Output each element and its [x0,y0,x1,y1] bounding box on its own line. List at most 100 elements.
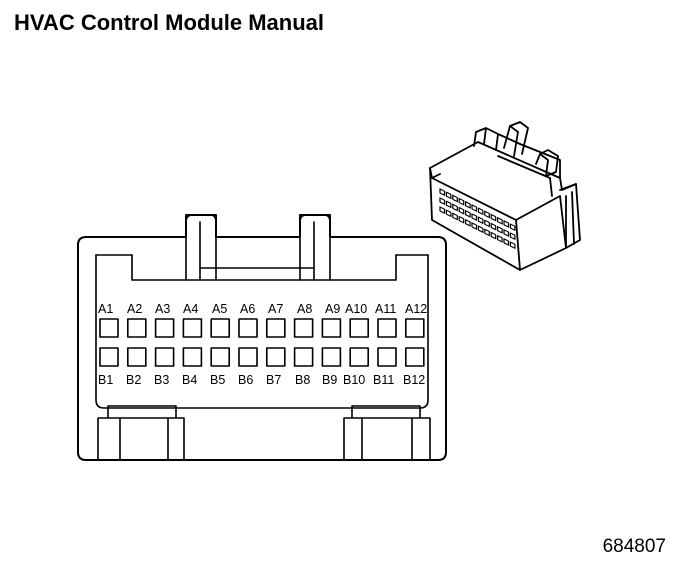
iso-pin-opening [439,206,446,214]
pin-cavity-b3 [154,347,175,367]
iso-pin-opening [452,194,458,203]
foot-right [343,405,431,461]
iso-pin-opening [484,219,490,228]
pin-cavity-a8 [293,318,314,338]
pin-row-b [99,347,425,367]
pin-cavity-a1 [99,318,119,338]
pin-label-a7: A7 [268,302,283,316]
pin-label-b6: B6 [238,373,253,387]
pin-label-b3: B3 [154,373,169,387]
iso-pin-opening [477,207,484,215]
pin-cavity-b8 [293,347,314,367]
pin-label-b12: B12 [403,373,425,387]
iso-pin-opening [452,203,458,212]
iso-pin-opening [445,200,452,209]
iso-pin-opening [497,226,503,234]
pin-label-a8: A8 [297,302,312,316]
pin-cavity-a9 [321,318,342,338]
iso-body-outline [429,141,581,271]
pin-label-a1: A1 [98,302,113,316]
pin-cavity-b11 [377,347,397,367]
iso-pin-opening [477,216,484,224]
iso-pin-opening [490,213,497,222]
pin-cavity-b10 [349,347,370,367]
iso-latch-center [503,121,529,157]
iso-pin-opening [465,201,471,209]
pin-label-b1: B1 [98,373,113,387]
iso-latch-right [535,149,559,177]
pin-label-a10: A10 [345,302,367,316]
pin-label-b8: B8 [295,373,310,387]
iso-pin-opening [503,220,510,228]
pin-cavity-a6 [238,318,258,338]
iso-pin-opening [484,228,490,237]
iso-latch-left [473,127,521,151]
pin-cavity-b5 [210,347,230,367]
connector-outer-housing [77,214,447,461]
figure-number: 684807 [602,536,666,557]
connector-inner-outline [95,254,429,409]
latch-tab-right [299,214,331,281]
iso-pin-opening [484,210,490,219]
pin-cavity-a10 [349,318,370,338]
pin-label-b7: B7 [266,373,281,387]
iso-pin-opening [471,204,478,212]
iso-pin-opening [497,235,503,243]
iso-pin-openings [439,188,516,249]
pin-cavity-a12 [404,318,425,338]
iso-pin-opening [490,231,497,240]
pin-label-a4: A4 [183,302,198,316]
pin-label-b11: B11 [373,373,394,387]
pin-cavity-b12 [404,347,425,367]
pin-cavity-a11 [377,318,397,338]
pin-label-b2: B2 [126,373,141,387]
iso-pin-opening [445,209,452,218]
pin-cavity-b1 [99,347,119,367]
connector-isometric-view [429,121,581,271]
pin-label-a11: A11 [375,302,396,316]
pin-cavity-b7 [265,347,286,367]
iso-pin-opening [465,210,471,218]
pin-label-b4: B4 [182,373,197,387]
iso-pin-opening [439,188,446,196]
iso-pin-opening [458,197,465,206]
pin-cavity-b9 [321,347,342,367]
iso-pin-opening [445,191,452,200]
pin-cavity-b6 [238,347,258,367]
pin-label-b9: B9 [322,373,337,387]
pin-cavity-a7 [265,318,286,338]
iso-pin-opening [471,213,478,221]
pin-label-a3: A3 [155,302,170,316]
iso-pin-opening [497,217,503,225]
iso-pin-opening [509,241,516,249]
pin-cavity-a2 [127,318,147,338]
pin-row-a [99,318,425,338]
pin-cavity-b4 [182,347,203,367]
page-title: HVAC Control Module Manual [14,10,325,35]
iso-pin-opening [477,225,484,233]
iso-pin-opening [458,206,465,215]
iso-pin-opening [439,197,446,205]
pin-label-b10: B10 [343,373,365,387]
pin-label-a9: A9 [325,302,340,316]
pin-label-a6: A6 [240,302,255,316]
iso-pin-opening [465,219,471,227]
iso-pin-opening [509,232,516,240]
iso-pin-opening [490,222,497,231]
iso-pin-opening [509,223,516,231]
connector-face-view: A1 A2 A3 A4 A5 A6 A7 A8 A9 A10 A11 A12 B… [77,214,447,461]
pin-cavity-a4 [182,318,203,338]
pin-label-a2: A2 [127,302,142,316]
pin-label-b5: B5 [210,373,225,387]
iso-pin-opening [503,229,510,237]
iso-pin-opening [452,212,458,221]
pin-cavity-a3 [154,318,175,338]
pin-cavity-b2 [127,347,147,367]
foot-left [97,405,185,461]
iso-pin-opening [503,238,510,246]
latch-tab-left [185,214,217,281]
iso-pin-opening [471,222,478,230]
pin-cavity-a5 [210,318,230,338]
